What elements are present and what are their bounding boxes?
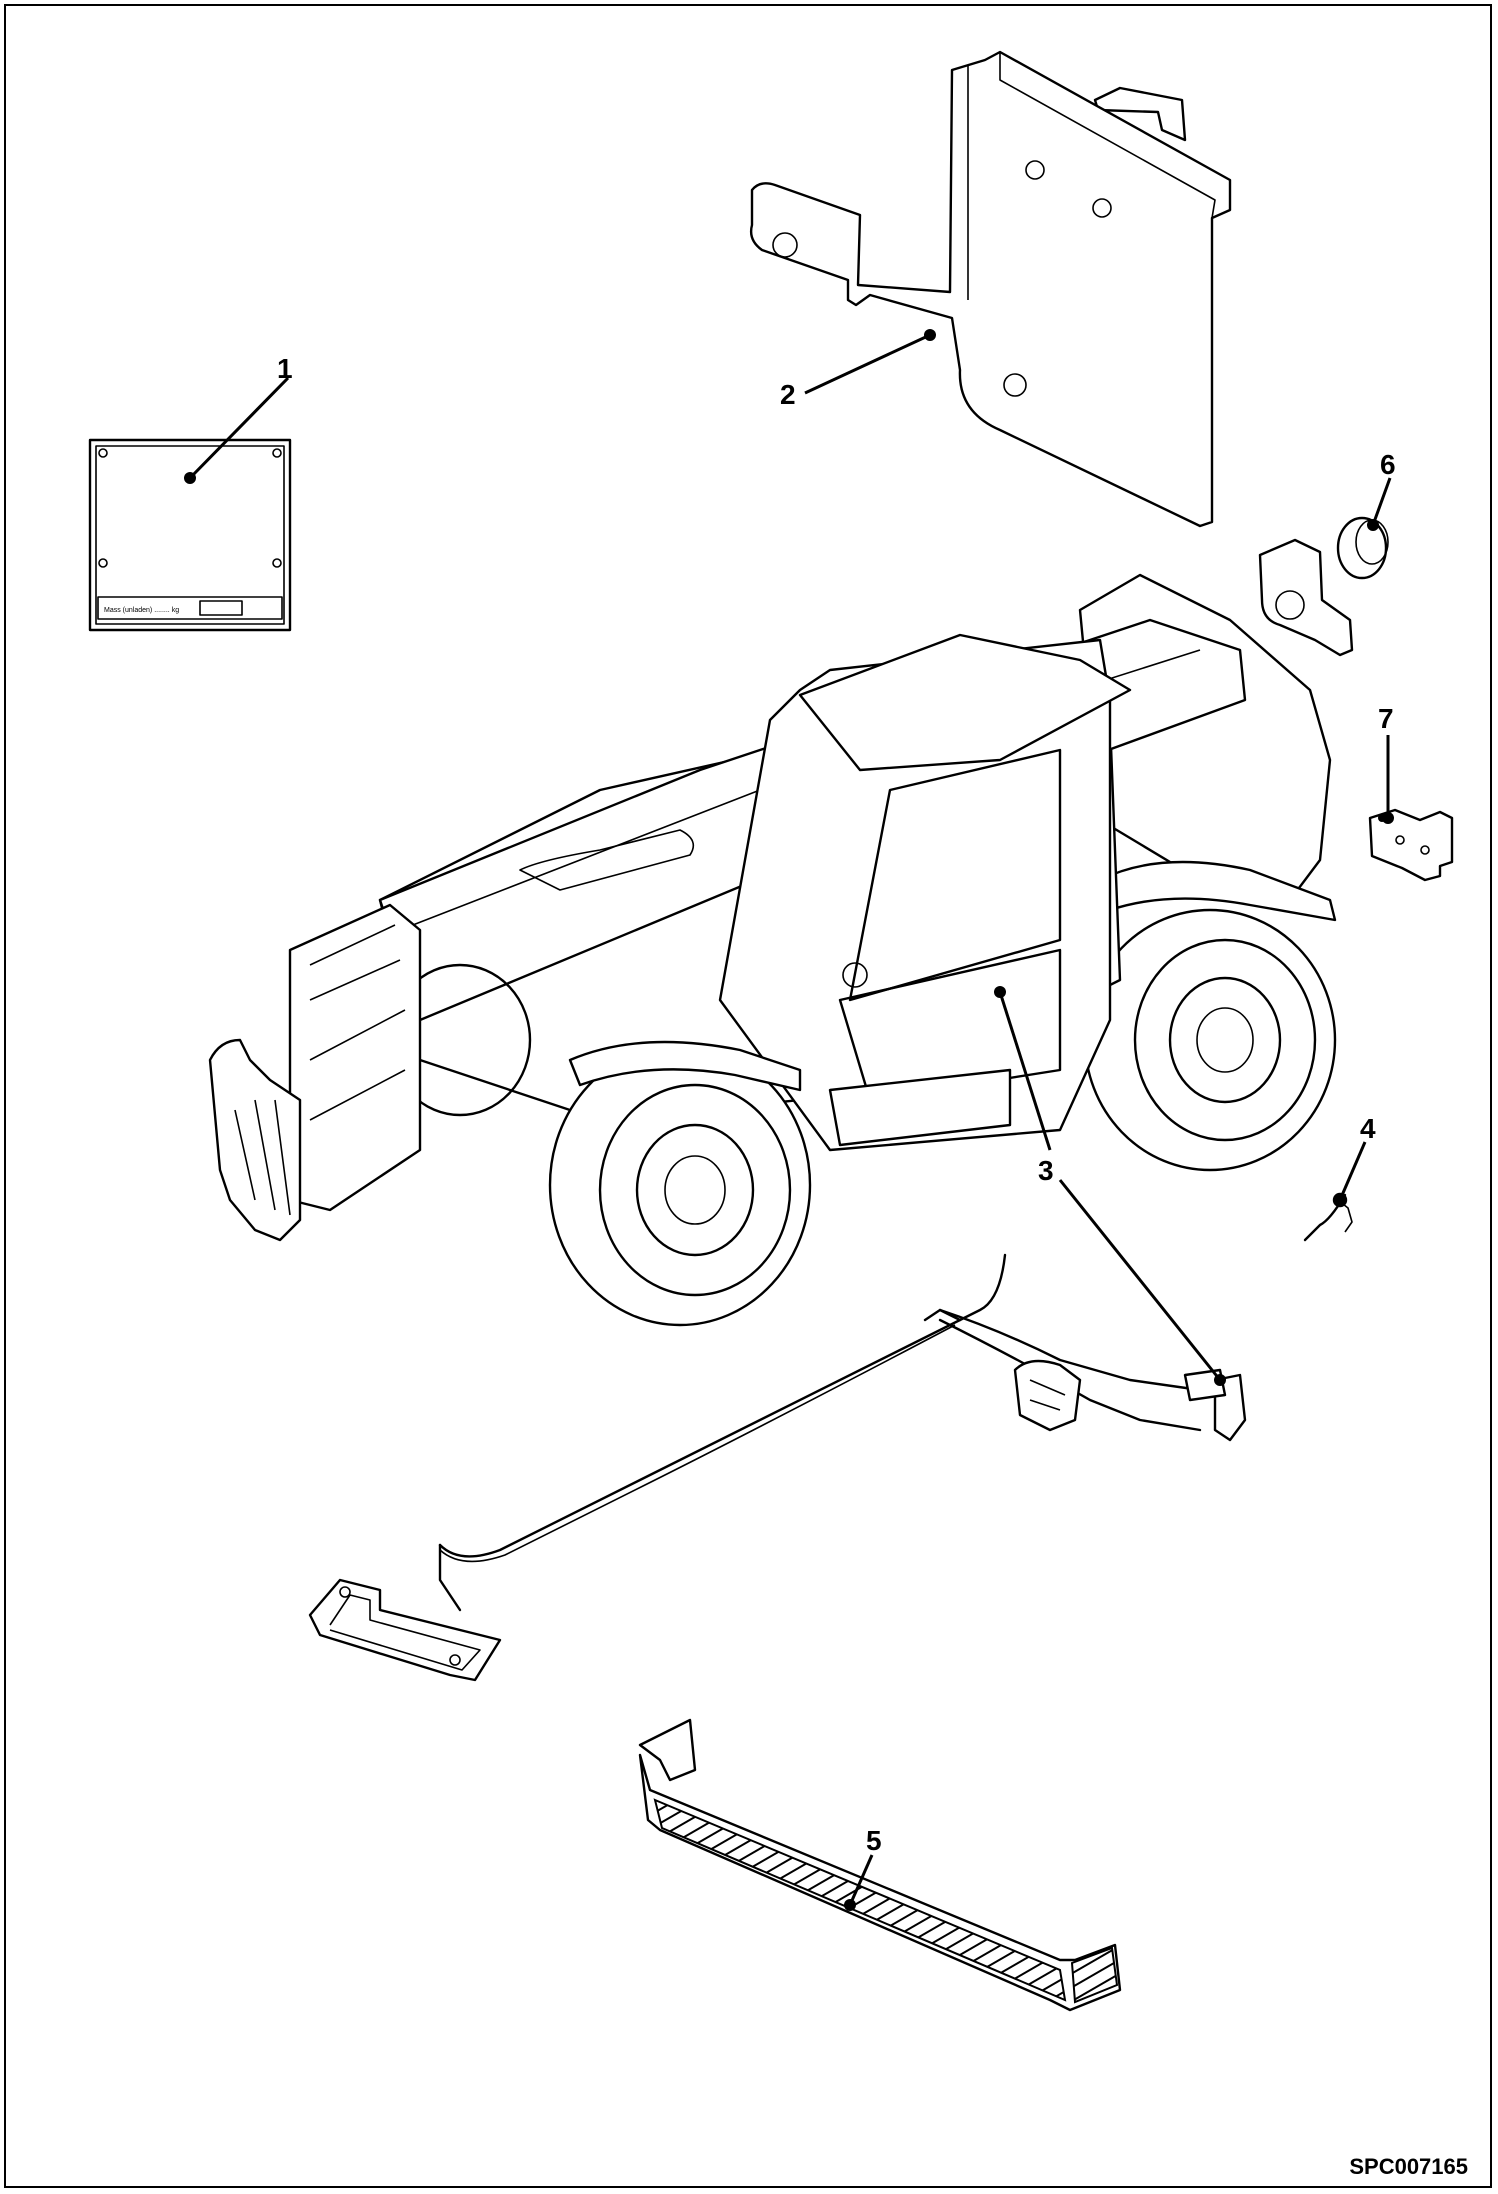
callout-5: 5 — [866, 1825, 882, 1856]
callout-3: 3 — [1038, 1155, 1054, 1186]
part-3-telehandler — [208, 573, 1337, 1327]
callout-2: 2 — [780, 379, 796, 410]
figure-reference-code: SPC007165 — [1349, 2154, 1468, 2179]
part-6-beacon — [1258, 516, 1389, 657]
part-2-bracket — [749, 50, 1232, 528]
callout-1: 1 — [277, 353, 293, 384]
leader-lines — [184, 329, 1394, 1911]
callout-labels: 1 2 3 4 5 6 7 — [277, 353, 1396, 1856]
part-1-plate: Mass (unladen) ........ kg — [88, 438, 292, 632]
part-5-warning-bar — [638, 1718, 1122, 2012]
part-3-harness — [308, 1253, 1247, 1682]
drawing-frame — [4, 4, 1492, 2188]
plate-text: Mass (unladen) ........ kg — [104, 607, 179, 614]
callout-6: 6 — [1380, 449, 1396, 480]
callout-7: 7 — [1378, 703, 1394, 734]
callout-4: 4 — [1360, 1113, 1376, 1144]
part-7-bracket — [1368, 808, 1454, 882]
